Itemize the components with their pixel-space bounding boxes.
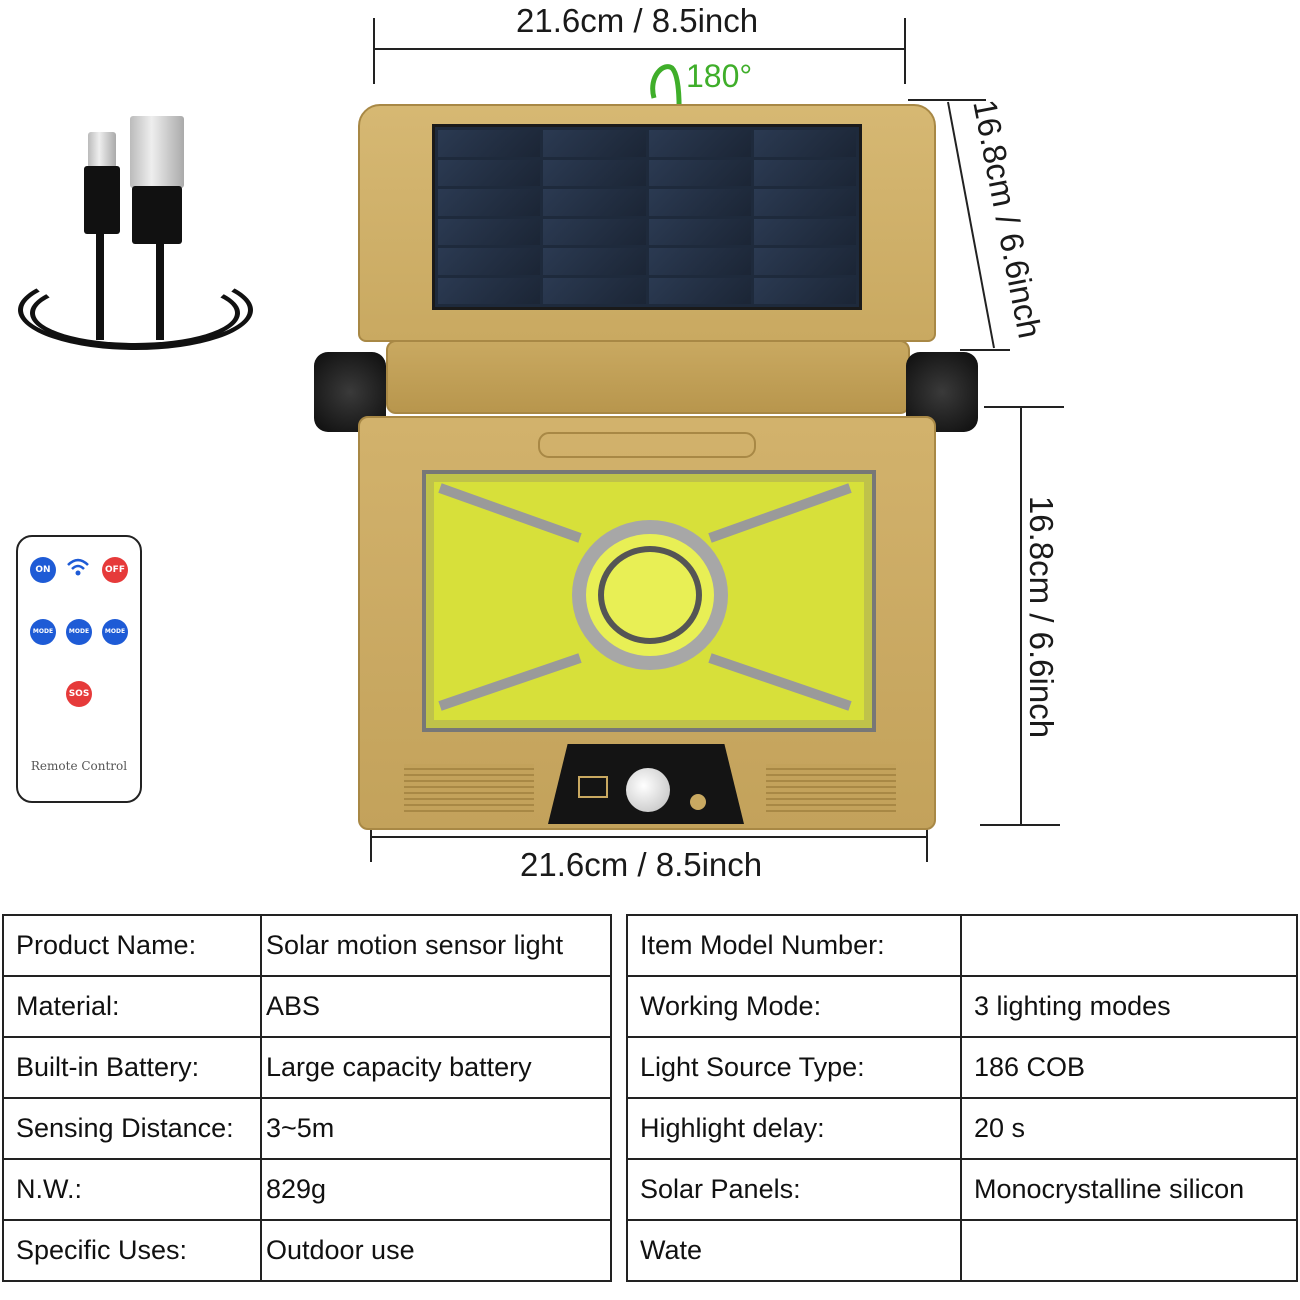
spec-value: Solar motion sensor light (260, 914, 612, 977)
body-height-line (1020, 407, 1022, 825)
remote-control-label: Remote Control (30, 759, 128, 773)
wireless-signal-icon (66, 555, 90, 581)
spec-label: Material: (2, 975, 262, 1038)
spec-label: N.W.: (2, 1158, 262, 1221)
cob-lamp-panel (422, 470, 876, 732)
bottom-width-label: 21.6cm / 8.5inch (520, 846, 763, 883)
bottom-width-line (371, 836, 927, 838)
spec-value: ABS (260, 975, 612, 1038)
table-row: Highlight delay: 20 s (626, 1097, 1298, 1160)
remote-control: ON OFF MODE MODE MODE SOS Remote Control (16, 535, 142, 803)
lamp-reflector-arms (438, 483, 852, 711)
spec-value: 3 lighting modes (960, 975, 1298, 1038)
table-row: Light Source Type: 186 COB (626, 1036, 1298, 1099)
body-height-tick-bottom (980, 824, 1060, 826)
rotation-arrow-icon (650, 64, 688, 152)
power-button-icon (690, 794, 706, 810)
specs-table-left: Product Name: Solar motion sensor light … (2, 914, 612, 1282)
right-hinge-knob (906, 352, 978, 432)
bottom-width-tick-left (370, 800, 372, 862)
table-row: Item Model Number: (626, 914, 1298, 977)
spec-label: Wate (626, 1219, 962, 1282)
spec-value: 186 COB (960, 1036, 1298, 1099)
lamp-body-frame (358, 416, 936, 830)
table-row: Wate (626, 1219, 1298, 1282)
lamp-inner-ring (598, 546, 702, 644)
lamp-center-ring (572, 520, 728, 670)
motion-sensor-icon (626, 768, 670, 812)
spec-value (960, 1219, 1298, 1282)
spec-value: Monocrystalline silicon (960, 1158, 1298, 1221)
spec-value: 829g (260, 1158, 612, 1221)
spec-label: Built-in Battery: (2, 1036, 262, 1099)
rotation-label: 180° (686, 58, 753, 94)
hinge-bar (386, 340, 910, 414)
remote-mode-button-1: MODE (30, 619, 56, 645)
spec-label: Solar Panels: (626, 1158, 962, 1221)
body-height-label: 16.8cm / 6.6inch (1023, 495, 1061, 739)
table-row: N.W.: 829g (2, 1158, 612, 1221)
light-sensor-icon (578, 776, 608, 798)
spec-value: Large capacity battery (260, 1036, 612, 1099)
remote-mode-button-2: MODE (66, 619, 92, 645)
remote-on-button: ON (30, 557, 56, 583)
spec-label: Item Model Number: (626, 914, 962, 977)
table-row: Solar Panels: Monocrystalline silicon (626, 1158, 1298, 1221)
spec-label: Highlight delay: (626, 1097, 962, 1160)
body-slot (538, 432, 756, 458)
left-hinge-knob (314, 352, 386, 432)
spec-value: 3~5m (260, 1097, 612, 1160)
top-width-tick-right (904, 18, 906, 84)
left-vent (404, 764, 534, 812)
body-height-tick-top (984, 406, 1064, 408)
panel-height-dimension (908, 99, 1010, 351)
spec-value: Outdoor use (260, 1219, 612, 1282)
top-width-label: 21.6cm / 8.5inch (516, 2, 759, 39)
usb-c-connector-icon (88, 132, 116, 168)
remote-off-button: OFF (102, 557, 128, 583)
sensor-module (548, 744, 744, 824)
table-row: Specific Uses: Outdoor use (2, 1219, 612, 1282)
bottom-width-tick-right (926, 800, 928, 862)
right-vent (766, 764, 896, 812)
spec-label: Sensing Distance: (2, 1097, 262, 1160)
table-row: Product Name: Solar motion sensor light (2, 914, 612, 977)
remote-mode-button-3: MODE (102, 619, 128, 645)
remote-sos-button: SOS (66, 681, 92, 707)
table-row: Sensing Distance: 3~5m (2, 1097, 612, 1160)
spec-value: 20 s (960, 1097, 1298, 1160)
table-row: Working Mode: 3 lighting modes (626, 975, 1298, 1038)
table-row: Built-in Battery: Large capacity battery (2, 1036, 612, 1099)
spec-label: Working Mode: (626, 975, 962, 1038)
spec-label: Specific Uses: (2, 1219, 262, 1282)
top-width-line (374, 48, 906, 50)
usb-a-connector-icon (130, 116, 184, 188)
usb-cable-image (10, 110, 253, 355)
spec-label: Light Source Type: (626, 1036, 962, 1099)
top-width-tick-left (373, 18, 375, 84)
spec-value (960, 914, 1298, 977)
table-row: Material: ABS (2, 975, 612, 1038)
specs-table-right: Item Model Number: Working Mode: 3 light… (626, 914, 1298, 1282)
spec-label: Product Name: (2, 914, 262, 977)
